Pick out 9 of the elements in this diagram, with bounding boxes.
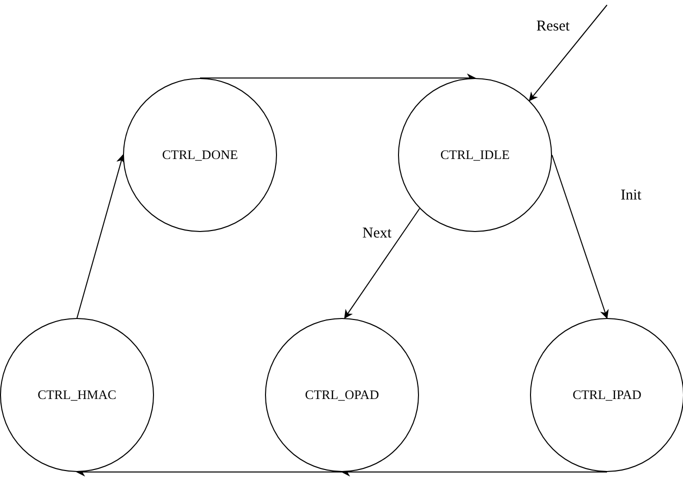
state-name: CTRL_IPAD bbox=[572, 387, 642, 403]
state-name: CTRL_HMAC bbox=[38, 387, 116, 403]
transition-arrow bbox=[76, 154, 126, 318]
state-name: CTRL_DONE bbox=[162, 147, 238, 163]
transition-arrow bbox=[552, 154, 609, 319]
transition-arrow bbox=[528, 4, 608, 102]
state-name: CTRL_IDLE bbox=[440, 147, 510, 163]
transition-arrow bbox=[344, 208, 420, 319]
state-name: CTRL_OPAD bbox=[305, 387, 379, 403]
